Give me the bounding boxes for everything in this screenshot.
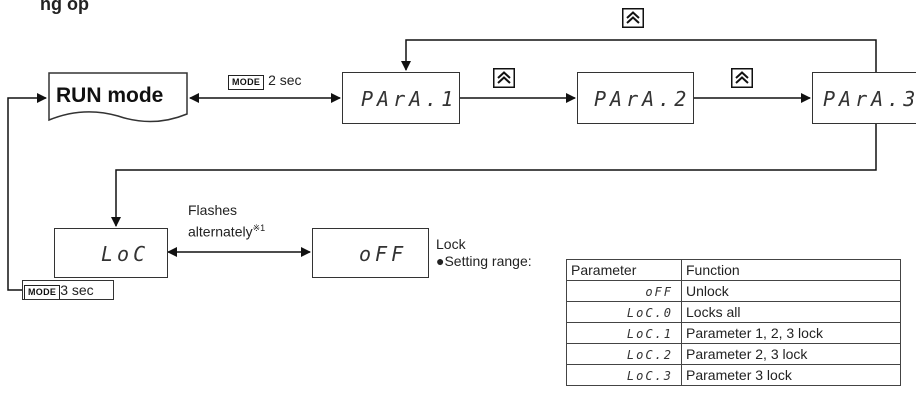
- parameter-code: LoC.2: [566, 343, 682, 365]
- display-para2: PArA.2: [577, 72, 694, 124]
- alternately-text: alternately: [188, 223, 253, 240]
- off-readout: oFF: [359, 242, 408, 266]
- display-off: oFF: [312, 228, 429, 278]
- mode-2sec-text: 2 sec: [268, 72, 302, 88]
- run-mode-label: RUN mode: [56, 84, 164, 107]
- alternately-label: alternately※1: [188, 220, 265, 240]
- setting-range-label: ●Setting range:: [436, 253, 532, 269]
- mode-3sec-text: 3 sec: [60, 282, 94, 298]
- function-text: Parameter 3 lock: [681, 364, 901, 386]
- parameter-code: LoC.1: [566, 322, 682, 344]
- table-row: LoC.1 Parameter 1, 2, 3 lock: [566, 322, 901, 344]
- table-row: LoC.3 Parameter 3 lock: [566, 364, 901, 386]
- footnote-mark: ※1: [252, 223, 266, 233]
- para3-readout: PArA.3: [823, 87, 916, 111]
- mode-key-icon: MODE: [228, 75, 265, 90]
- function-text: Unlock: [681, 280, 901, 302]
- table-row: LoC.2 Parameter 2, 3 lock: [566, 343, 901, 365]
- table-row: oFF Unlock: [566, 280, 901, 302]
- arrow-para3-back-para1: [401, 39, 877, 72]
- table-header-parameter: Parameter: [566, 259, 682, 281]
- display-para3: PArA.3: [812, 72, 916, 124]
- display-para1: PArA.1: [342, 72, 460, 124]
- table-row: LoC.0 Locks all: [566, 301, 901, 323]
- function-text: Parameter 1, 2, 3 lock: [681, 322, 901, 344]
- table-header-function: Function: [681, 259, 901, 281]
- arrow-loc-return-run: [7, 93, 47, 291]
- display-loc: LoC: [54, 228, 168, 278]
- flashes-label: Flashes: [188, 202, 238, 218]
- loc-readout: LoC: [101, 242, 150, 266]
- table-header-row: Parameter Function: [566, 259, 901, 281]
- function-text: Locks all: [681, 301, 901, 323]
- function-text: Parameter 2, 3 lock: [681, 343, 901, 365]
- parameter-code: LoC.0: [566, 301, 682, 323]
- up-key-icon: [493, 68, 515, 88]
- mode-3sec-frame: [22, 280, 114, 300]
- arrow-para3-to-loc: [111, 124, 877, 227]
- run-mode-box: [48, 72, 188, 123]
- mode-2sec-label: MODE 2 sec: [228, 72, 302, 90]
- setting-range-table: Parameter Function oFF Unlock LoC.0 Lock…: [566, 259, 901, 386]
- up-key-icon: [622, 8, 644, 28]
- para2-readout: PArA.2: [594, 87, 691, 111]
- parameter-code: LoC.3: [566, 364, 682, 386]
- section-heading-fragment: ng op: [40, 0, 89, 14]
- parameter-code: oFF: [566, 280, 682, 302]
- up-key-icon: [731, 68, 753, 88]
- lock-title: Lock: [436, 236, 466, 252]
- para1-readout: PArA.1: [361, 87, 458, 111]
